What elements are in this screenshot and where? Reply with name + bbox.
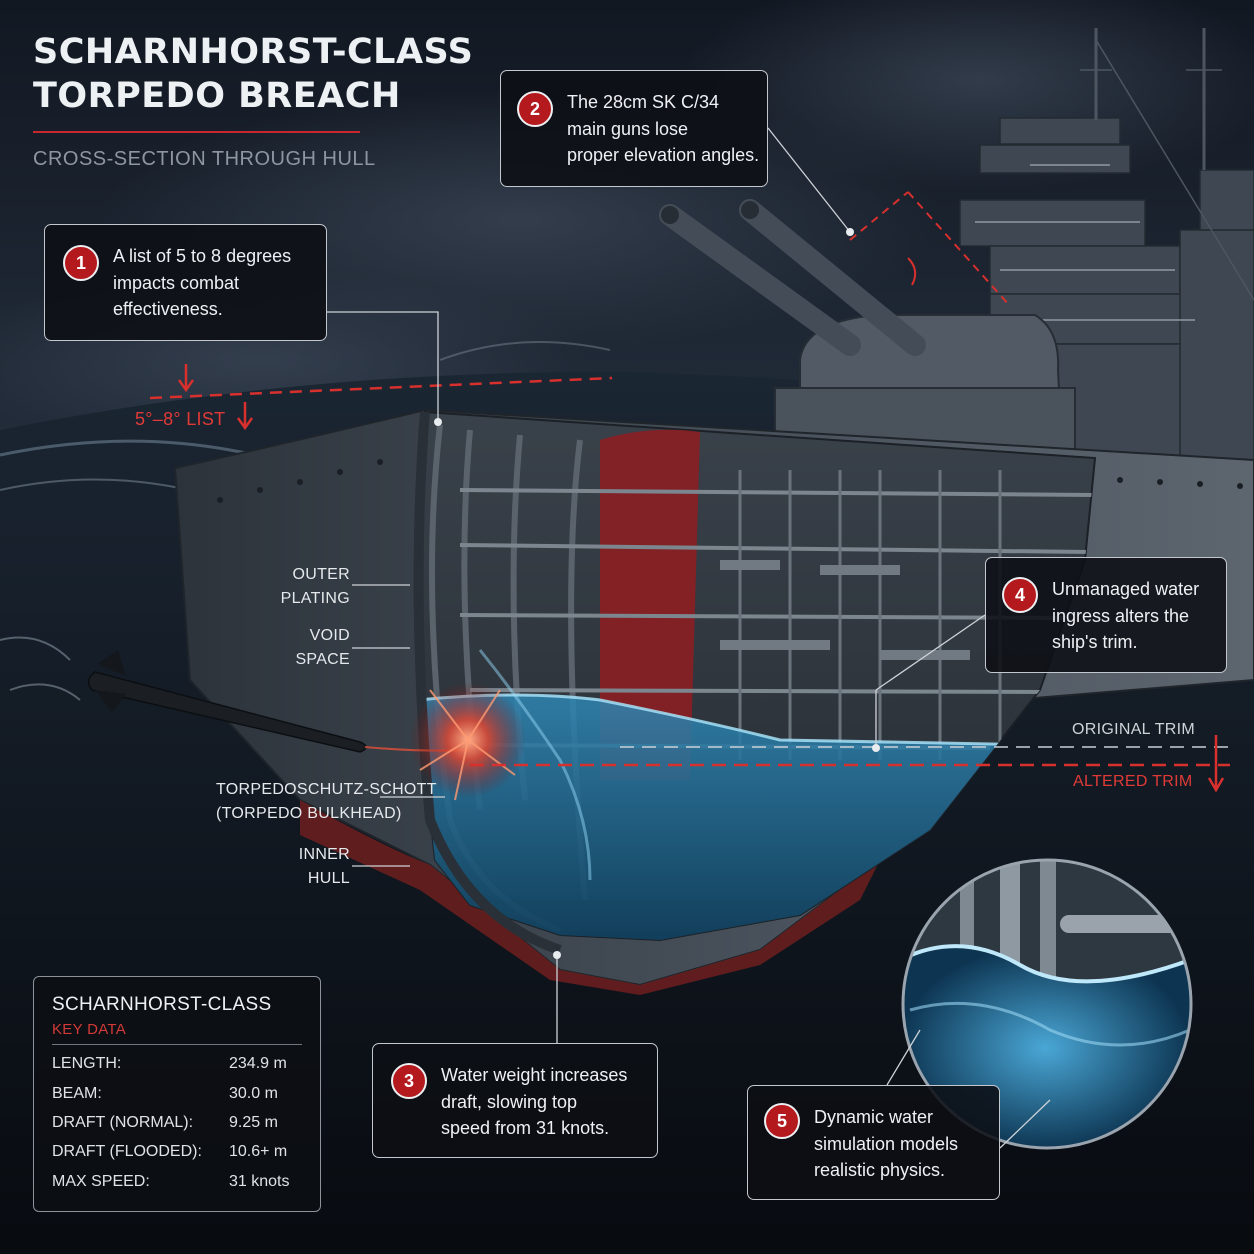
- callout-2-text: The 28cm SK C/34 main guns lose proper e…: [567, 89, 759, 169]
- callout-1-number-badge: 1: [63, 245, 99, 281]
- key-data-row-label: BEAM:: [52, 1085, 102, 1102]
- callout-4-line-3: ship's trim.: [1052, 632, 1138, 652]
- page-subtitle: CROSS-SECTION THROUGH HULL: [33, 148, 376, 170]
- page-title: SCHARNHORST-CLASS TORPEDO BREACH: [33, 30, 473, 118]
- key-data-panel: SCHARNHORST-CLASS KEY DATA LENGTH: 234.9…: [33, 976, 321, 1212]
- callout-4-line-2: ingress alters the: [1052, 605, 1190, 626]
- callout-1-line-3: effectiveness.: [113, 299, 223, 319]
- callout-1-line-1: A list of 5 to 8 degrees: [113, 246, 292, 266]
- void-space-label: VOID SPACE: [280, 624, 350, 671]
- title-divider: [33, 131, 360, 133]
- callout-3-number-badge: 3: [391, 1063, 427, 1099]
- key-data-row-value: 10.6+ m: [229, 1143, 288, 1160]
- callout-3-line-1: Water weight increases: [441, 1065, 628, 1085]
- callout-5-number-badge: 5: [764, 1103, 800, 1139]
- title-line-2: TORPEDO BREACH: [33, 76, 401, 116]
- void-space-label-line-1: VOID: [309, 627, 350, 644]
- key-data-row: MAX SPEED: 31 knots: [52, 1173, 302, 1197]
- callout-4-text: Unmanaged water ingress alters the ship'…: [1052, 576, 1199, 656]
- callout-4-line-1: Unmanaged water: [1052, 579, 1200, 599]
- key-data-row-label: DRAFT (NORMAL):: [52, 1114, 194, 1131]
- callout-4: 4 Unmanaged water ingress alters the shi…: [985, 557, 1227, 673]
- callout-1-text: A list of 5 to 8 degrees impacts combat …: [113, 243, 291, 323]
- key-data-row: DRAFT (NORMAL): 9.25 m: [52, 1114, 302, 1138]
- altered-trim-label: ALTERED TRIM: [1073, 773, 1193, 790]
- key-data-subtitle: KEY DATA: [52, 1021, 127, 1038]
- key-data-row-label: DRAFT (FLOODED):: [52, 1143, 202, 1160]
- callout-2-line-1: The 28cm SK C/34: [567, 92, 720, 112]
- callout-2-line-2: main guns lose: [567, 118, 689, 139]
- callout-5-text: Dynamic water simulation models realisti…: [814, 1104, 958, 1184]
- callout-3-line-3: speed from 31 knots.: [441, 1118, 610, 1138]
- key-data-title: SCHARNHORST-CLASS: [52, 994, 272, 1015]
- callout-5-line-1: Dynamic water: [814, 1107, 934, 1127]
- list-angle-label: 5°–8° LIST: [135, 409, 226, 429]
- inner-hull-label-line-1: INNER: [298, 846, 350, 863]
- torpedo-bulkhead-label: TORPEDOSCHUTZ-SCHOTT (TORPEDO BULKHEAD): [216, 778, 437, 825]
- key-data-row: DRAFT (FLOODED): 10.6+ m: [52, 1143, 302, 1167]
- callout-5-line-2: simulation models: [814, 1133, 959, 1154]
- title-line-1: SCHARNHORST-CLASS: [33, 32, 474, 72]
- key-data-row: LENGTH: 234.9 m: [52, 1055, 302, 1079]
- callout-5: 5 Dynamic water simulation models realis…: [747, 1085, 1000, 1200]
- callout-3: 3 Water weight increases draft, slowing …: [372, 1043, 658, 1158]
- inner-hull-label: INNER HULL: [280, 843, 350, 890]
- outer-plating-label-line-1: OUTER: [292, 566, 350, 583]
- callout-4-number-badge: 4: [1002, 577, 1038, 613]
- callout-1: 1 A list of 5 to 8 degrees impacts comba…: [44, 224, 327, 341]
- key-data-row: BEAM: 30.0 m: [52, 1085, 302, 1109]
- key-data-row-value: 30.0 m: [229, 1085, 278, 1102]
- inner-hull-label-line-2: HULL: [307, 869, 350, 887]
- key-data-row-label: LENGTH:: [52, 1055, 122, 1072]
- original-trim-label: ORIGINAL TRIM: [1072, 721, 1196, 738]
- outer-plating-label-line-2: PLATING: [280, 589, 350, 607]
- callout-1-line-2: impacts combat: [113, 272, 240, 293]
- key-data-row-value: 234.9 m: [229, 1055, 287, 1072]
- callout-3-line-2: draft, slowing top: [441, 1091, 578, 1112]
- key-data-row-value: 9.25 m: [229, 1114, 278, 1131]
- torpedo-bulkhead-label-line-1: TORPEDOSCHUTZ-SCHOTT: [216, 781, 437, 798]
- callout-2-line-3: proper elevation angles.: [567, 145, 760, 165]
- key-data-divider: [52, 1044, 302, 1045]
- key-data-row-label: MAX SPEED:: [52, 1173, 150, 1190]
- outer-plating-label: OUTER PLATING: [280, 563, 350, 610]
- callout-5-line-3: realistic physics.: [814, 1160, 946, 1180]
- callout-2-number-badge: 2: [517, 91, 553, 127]
- void-space-label-line-2: SPACE: [295, 650, 350, 668]
- callout-2: 2 The 28cm SK C/34 main guns lose proper…: [500, 70, 768, 187]
- callout-3-text: Water weight increases draft, slowing to…: [441, 1062, 627, 1142]
- torpedo-bulkhead-label-line-2: (TORPEDO BULKHEAD): [216, 804, 402, 822]
- key-data-row-value: 31 knots: [229, 1173, 290, 1190]
